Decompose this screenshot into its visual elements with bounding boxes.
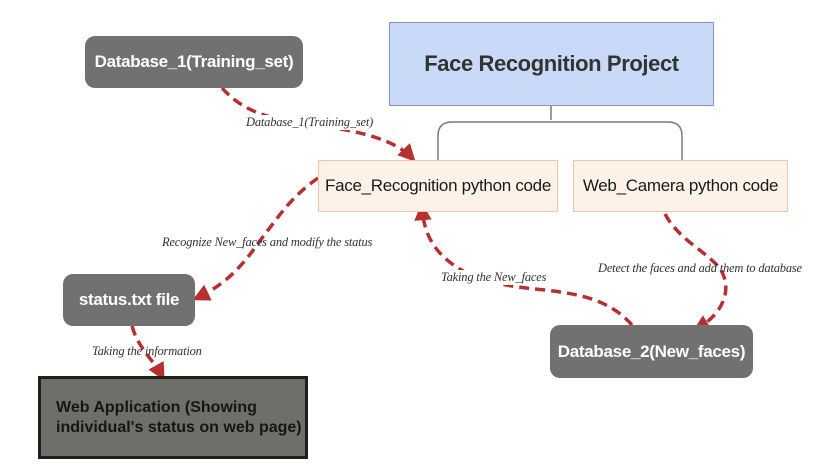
edge-label-taking-new-faces: Taking the New_faces (438, 270, 550, 285)
status-file-label: status.txt file (78, 290, 180, 309)
arrow-database1-to-face-recognition (220, 86, 416, 162)
database-2-label: Database_2(New_faces) (557, 341, 746, 361)
project-title-box: Face Recognition Project (389, 22, 714, 106)
database-1-node: Database_1(Training_set) (85, 36, 303, 88)
edge-label-taking-information: Taking the information (92, 344, 202, 358)
project-title: Face Recognition Project (424, 51, 679, 76)
edge-label-detect-faces: Detect the faces and add them to databas… (598, 261, 802, 275)
web-application-line-2: individual's status on web page) (56, 418, 302, 436)
arrow-face-recognition-to-status (192, 176, 320, 301)
arrow-web-camera-to-database2 (663, 213, 728, 332)
database-2-node: Database_2(New_faces) (550, 325, 753, 378)
database-1-label: Database_1(Training_set) (94, 52, 294, 71)
status-file-node: status.txt file (63, 274, 195, 326)
edge-label-recognize: Recognize New_faces and modify the statu… (162, 235, 373, 249)
tree-connector (437, 106, 683, 160)
web-application-text: Web Application (Showing individual's st… (56, 398, 302, 438)
web-application-line-1: Web Application (Showing (56, 398, 257, 416)
face-recognition-code-label: Face_Recognition python code (325, 176, 551, 195)
web-camera-code-label: Web_Camera python code (582, 176, 779, 195)
web-application-node: Web Application (Showing individual's st… (38, 376, 308, 459)
edge-label-training-set: Database_1(Training_set) (243, 115, 377, 130)
arrow-status-to-web-application (130, 325, 165, 381)
face-recognition-code-node: Face_Recognition python code (318, 160, 558, 212)
web-camera-code-node: Web_Camera python code (573, 160, 788, 212)
